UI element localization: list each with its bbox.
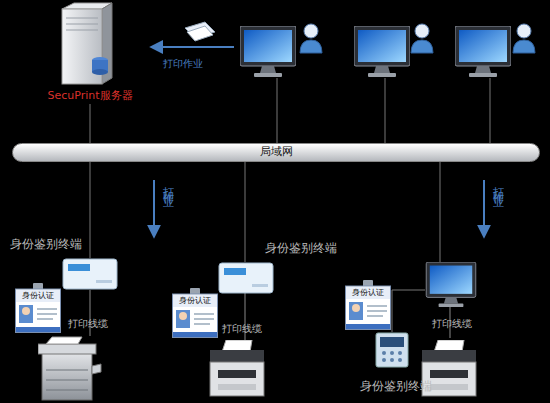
id-card: 身份认证	[15, 283, 61, 333]
auth-terminal: 身份鉴别终端	[215, 240, 340, 295]
node-label: 身份鉴别终端	[265, 242, 340, 256]
flow-label: 打印作业	[161, 178, 174, 190]
copier-icon	[38, 337, 101, 400]
auth-terminal-icon	[376, 333, 408, 367]
workstation	[240, 24, 535, 77]
node-label: 身份认证	[172, 296, 218, 305]
network-line	[245, 162, 246, 240]
network-line	[90, 162, 91, 236]
auth-terminal-icon	[63, 259, 117, 289]
node-label: 局域网	[13, 146, 539, 159]
flow-label: 打印作业	[491, 178, 504, 190]
node-label: 身份认证	[15, 291, 61, 300]
node-label: 身份鉴别终端	[10, 238, 90, 252]
print-job-icon	[185, 22, 215, 41]
network-wire	[90, 78, 490, 332]
node-label: SecuPrint服务器	[30, 90, 150, 103]
annotation: 打印作业	[163, 58, 203, 70]
id-card: 身份认证	[345, 280, 391, 330]
annotation: 打印线缆	[432, 318, 472, 330]
flow-arrow	[153, 180, 155, 236]
node-label: 身份认证	[345, 288, 391, 297]
printer-icon	[210, 340, 264, 396]
network-line	[90, 104, 91, 143]
node-label: 身份鉴别终端	[350, 380, 442, 394]
id-card: 身份认证	[172, 288, 218, 338]
workstation	[426, 262, 476, 307]
auth-terminal: 身份鉴别终端	[5, 236, 120, 292]
id-card-icon	[346, 280, 391, 330]
annotation: 打印线缆	[68, 318, 108, 330]
flow-arrow	[483, 180, 485, 236]
server-icon	[62, 3, 112, 84]
annotation: 打印线缆	[222, 323, 262, 335]
flow-arrow	[152, 46, 234, 48]
auth-terminal: 身份鉴别终端	[350, 330, 442, 396]
lan-band: 局域网	[12, 143, 540, 162]
id-card-icon	[173, 288, 218, 338]
server-node: SecuPrint服务器	[30, 2, 150, 104]
id-card-icon	[16, 283, 61, 333]
auth-terminal-icon	[219, 263, 273, 293]
